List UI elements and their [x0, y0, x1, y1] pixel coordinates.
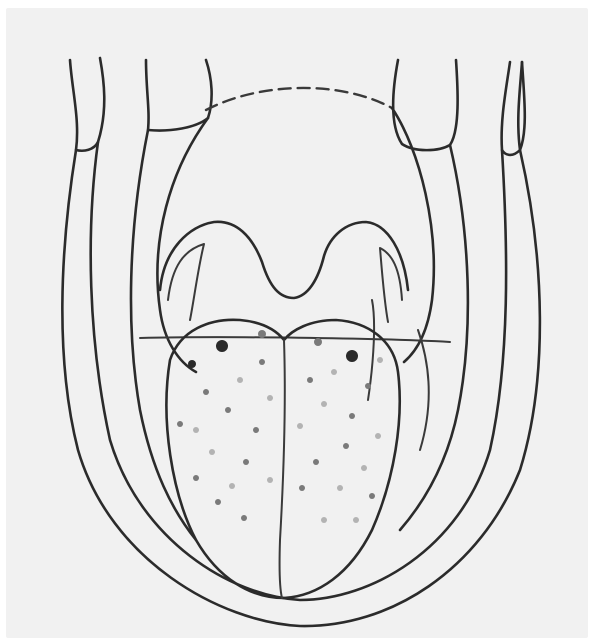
- left-cheek-line-b: [148, 60, 212, 131]
- left-tonsil-pillar: [168, 244, 204, 320]
- papilla-dot: [314, 338, 322, 346]
- right-cheek-line-a: [400, 145, 468, 530]
- papilla-dot: [369, 493, 375, 499]
- left-outer-tooth-outline: [76, 58, 104, 151]
- papilla-dot: [258, 330, 266, 338]
- papilla-dot: [253, 427, 259, 433]
- papilla-dot: [343, 443, 349, 449]
- papilla-dot: [375, 433, 381, 439]
- palate-dashed-arch: [206, 88, 392, 110]
- papilla-dot: [203, 389, 209, 395]
- papilla-dot: [237, 377, 243, 383]
- tongue-median-groove: [280, 340, 285, 598]
- papilla-dot: [313, 459, 319, 465]
- papilla-dot: [321, 517, 327, 523]
- papilla-dot: [331, 369, 337, 375]
- papilla-dot: [361, 465, 367, 471]
- papilla-dot: [365, 383, 371, 389]
- papilla-dot: [229, 483, 235, 489]
- right-inner-tooth-outline: [393, 60, 457, 150]
- oral-floor-line: [140, 337, 450, 342]
- papilla-dot: [188, 360, 196, 368]
- papilla-dot: [346, 350, 358, 362]
- papilla-dot: [321, 401, 327, 407]
- papilla-dot: [177, 421, 183, 427]
- papilla-dot: [259, 359, 265, 365]
- uvula-outline: [160, 222, 408, 298]
- papilla-dot: [193, 475, 199, 481]
- papilla-dot: [349, 413, 355, 419]
- papilla-dot: [337, 485, 343, 491]
- papilla-dot: [299, 485, 305, 491]
- papilla-dot: [241, 515, 247, 521]
- papilla-dot: [267, 477, 273, 483]
- papilla-dot: [225, 407, 231, 413]
- papilla-dot: [353, 517, 359, 523]
- inner-jaw-outline: [91, 142, 506, 600]
- left-cheek-line-a: [131, 60, 196, 540]
- papillae-dots: [177, 330, 383, 523]
- papilla-dot: [215, 499, 221, 505]
- papilla-dot: [216, 340, 228, 352]
- papilla-dot: [193, 427, 199, 433]
- outer-jaw-outline: [62, 60, 540, 626]
- papilla-dot: [307, 377, 313, 383]
- papilla-dot: [297, 423, 303, 429]
- papilla-dot: [377, 357, 383, 363]
- papilla-dot: [243, 459, 249, 465]
- papilla-dot: [267, 395, 273, 401]
- papilla-dot: [209, 449, 215, 455]
- right-tonsil-pillar: [380, 248, 402, 322]
